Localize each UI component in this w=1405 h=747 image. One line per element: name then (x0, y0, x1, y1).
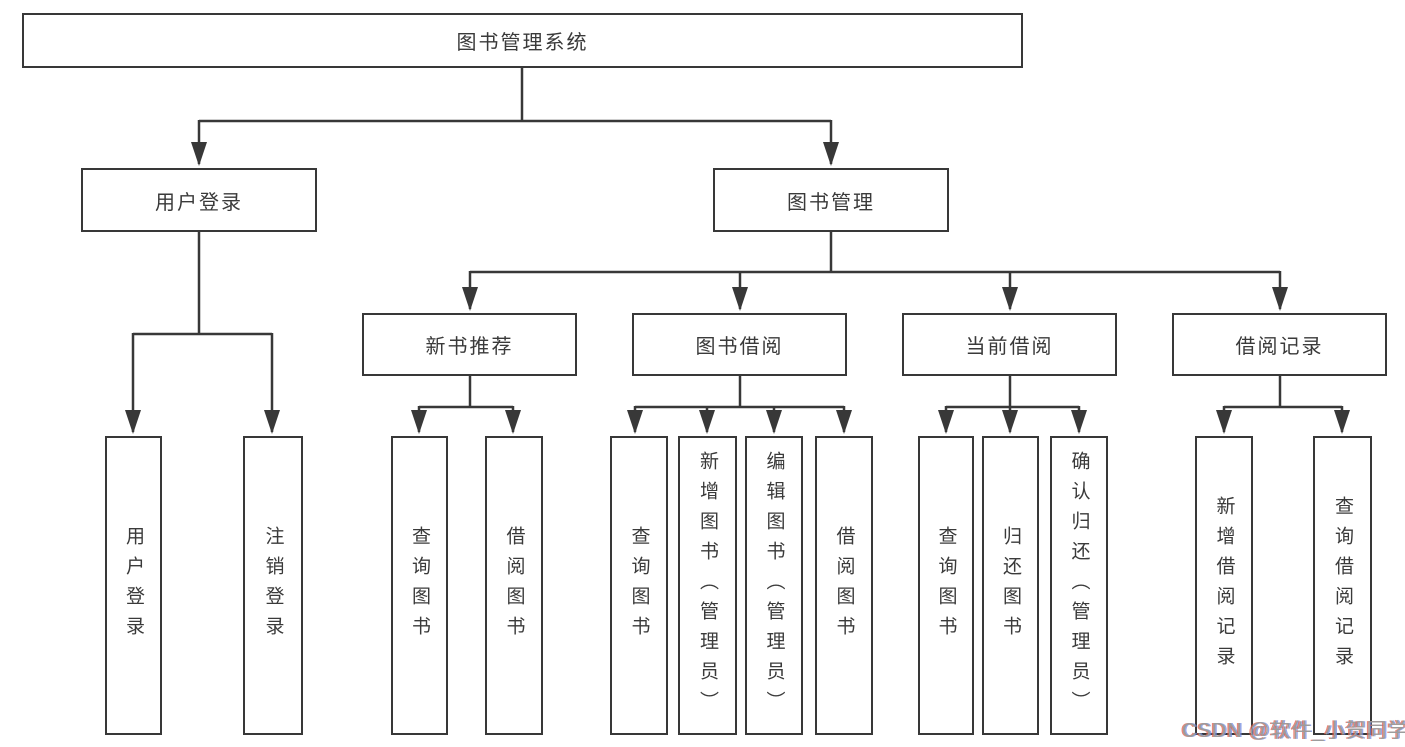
node-label: 当前借阅 (965, 336, 1054, 358)
node-label: 借阅记录 (1235, 336, 1324, 358)
node-label: 归还图书 (1000, 525, 1021, 646)
node-label: 借阅图书 (503, 525, 525, 646)
node-label: 新书推荐 (425, 336, 514, 358)
node-user-login: 用户登录 (81, 168, 317, 232)
leaf-borrow-book: 借阅图书 (815, 436, 873, 735)
node-label: 借阅图书 (833, 525, 855, 646)
leaf-add-book-admin: 新增图书（管理员） (678, 436, 737, 735)
node-label: 查询图书 (935, 525, 957, 646)
node-label: 确认归还（管理员） (1068, 450, 1090, 721)
edges-current-borrow (938, 376, 1087, 434)
leaf-query-book-current: 查询图书 (918, 436, 974, 735)
edges-book-management (462, 232, 1288, 311)
node-borrow-record: 借阅记录 (1172, 313, 1387, 376)
node-label: 查询图书 (409, 525, 430, 646)
node-label: 图书管理 (787, 191, 875, 214)
node-label: 图书借阅 (695, 336, 784, 358)
leaf-query-book-borrow: 查询图书 (610, 436, 668, 735)
node-new-book-recommend: 新书推荐 (362, 313, 577, 376)
node-label: 查询借阅记录 (1332, 495, 1353, 676)
leaf-return-book: 归还图书 (982, 436, 1039, 735)
node-book-borrow: 图书借阅 (632, 313, 847, 376)
node-label: 用户登录 (155, 191, 243, 214)
csdn-watermark: CSDN @软件_小贺同学 (1182, 720, 1405, 742)
node-label: 注销登录 (262, 525, 284, 646)
node-label: 编辑图书（管理员） (763, 450, 785, 721)
edges-root (191, 68, 839, 166)
node-label: 新增图书（管理员） (697, 450, 718, 721)
leaf-user-login: 用户登录 (105, 436, 162, 735)
leaf-query-book-recommend: 查询图书 (391, 436, 448, 735)
leaf-borrow-book-recommend: 借阅图书 (485, 436, 543, 735)
edges-user-login (125, 232, 280, 434)
leaf-query-borrow-record: 查询借阅记录 (1313, 436, 1372, 735)
leaf-add-borrow-record: 新增借阅记录 (1195, 436, 1253, 735)
node-current-borrow: 当前借阅 (902, 313, 1117, 376)
leaf-edit-book-admin: 编辑图书（管理员） (745, 436, 803, 735)
node-root-system: 图书管理系统 (22, 13, 1023, 68)
node-label: 用户登录 (123, 525, 144, 646)
node-book-management: 图书管理 (713, 168, 949, 232)
leaf-confirm-return-admin: 确认归还（管理员） (1050, 436, 1108, 735)
leaf-logout: 注销登录 (243, 436, 303, 735)
node-label: 新增借阅记录 (1213, 495, 1235, 676)
edges-borrow-record (1216, 376, 1350, 434)
node-label: 查询图书 (628, 525, 650, 646)
node-label: 图书管理系统 (456, 32, 589, 54)
edges-new-book-recommend (411, 376, 521, 434)
edges-book-borrow (627, 376, 852, 434)
